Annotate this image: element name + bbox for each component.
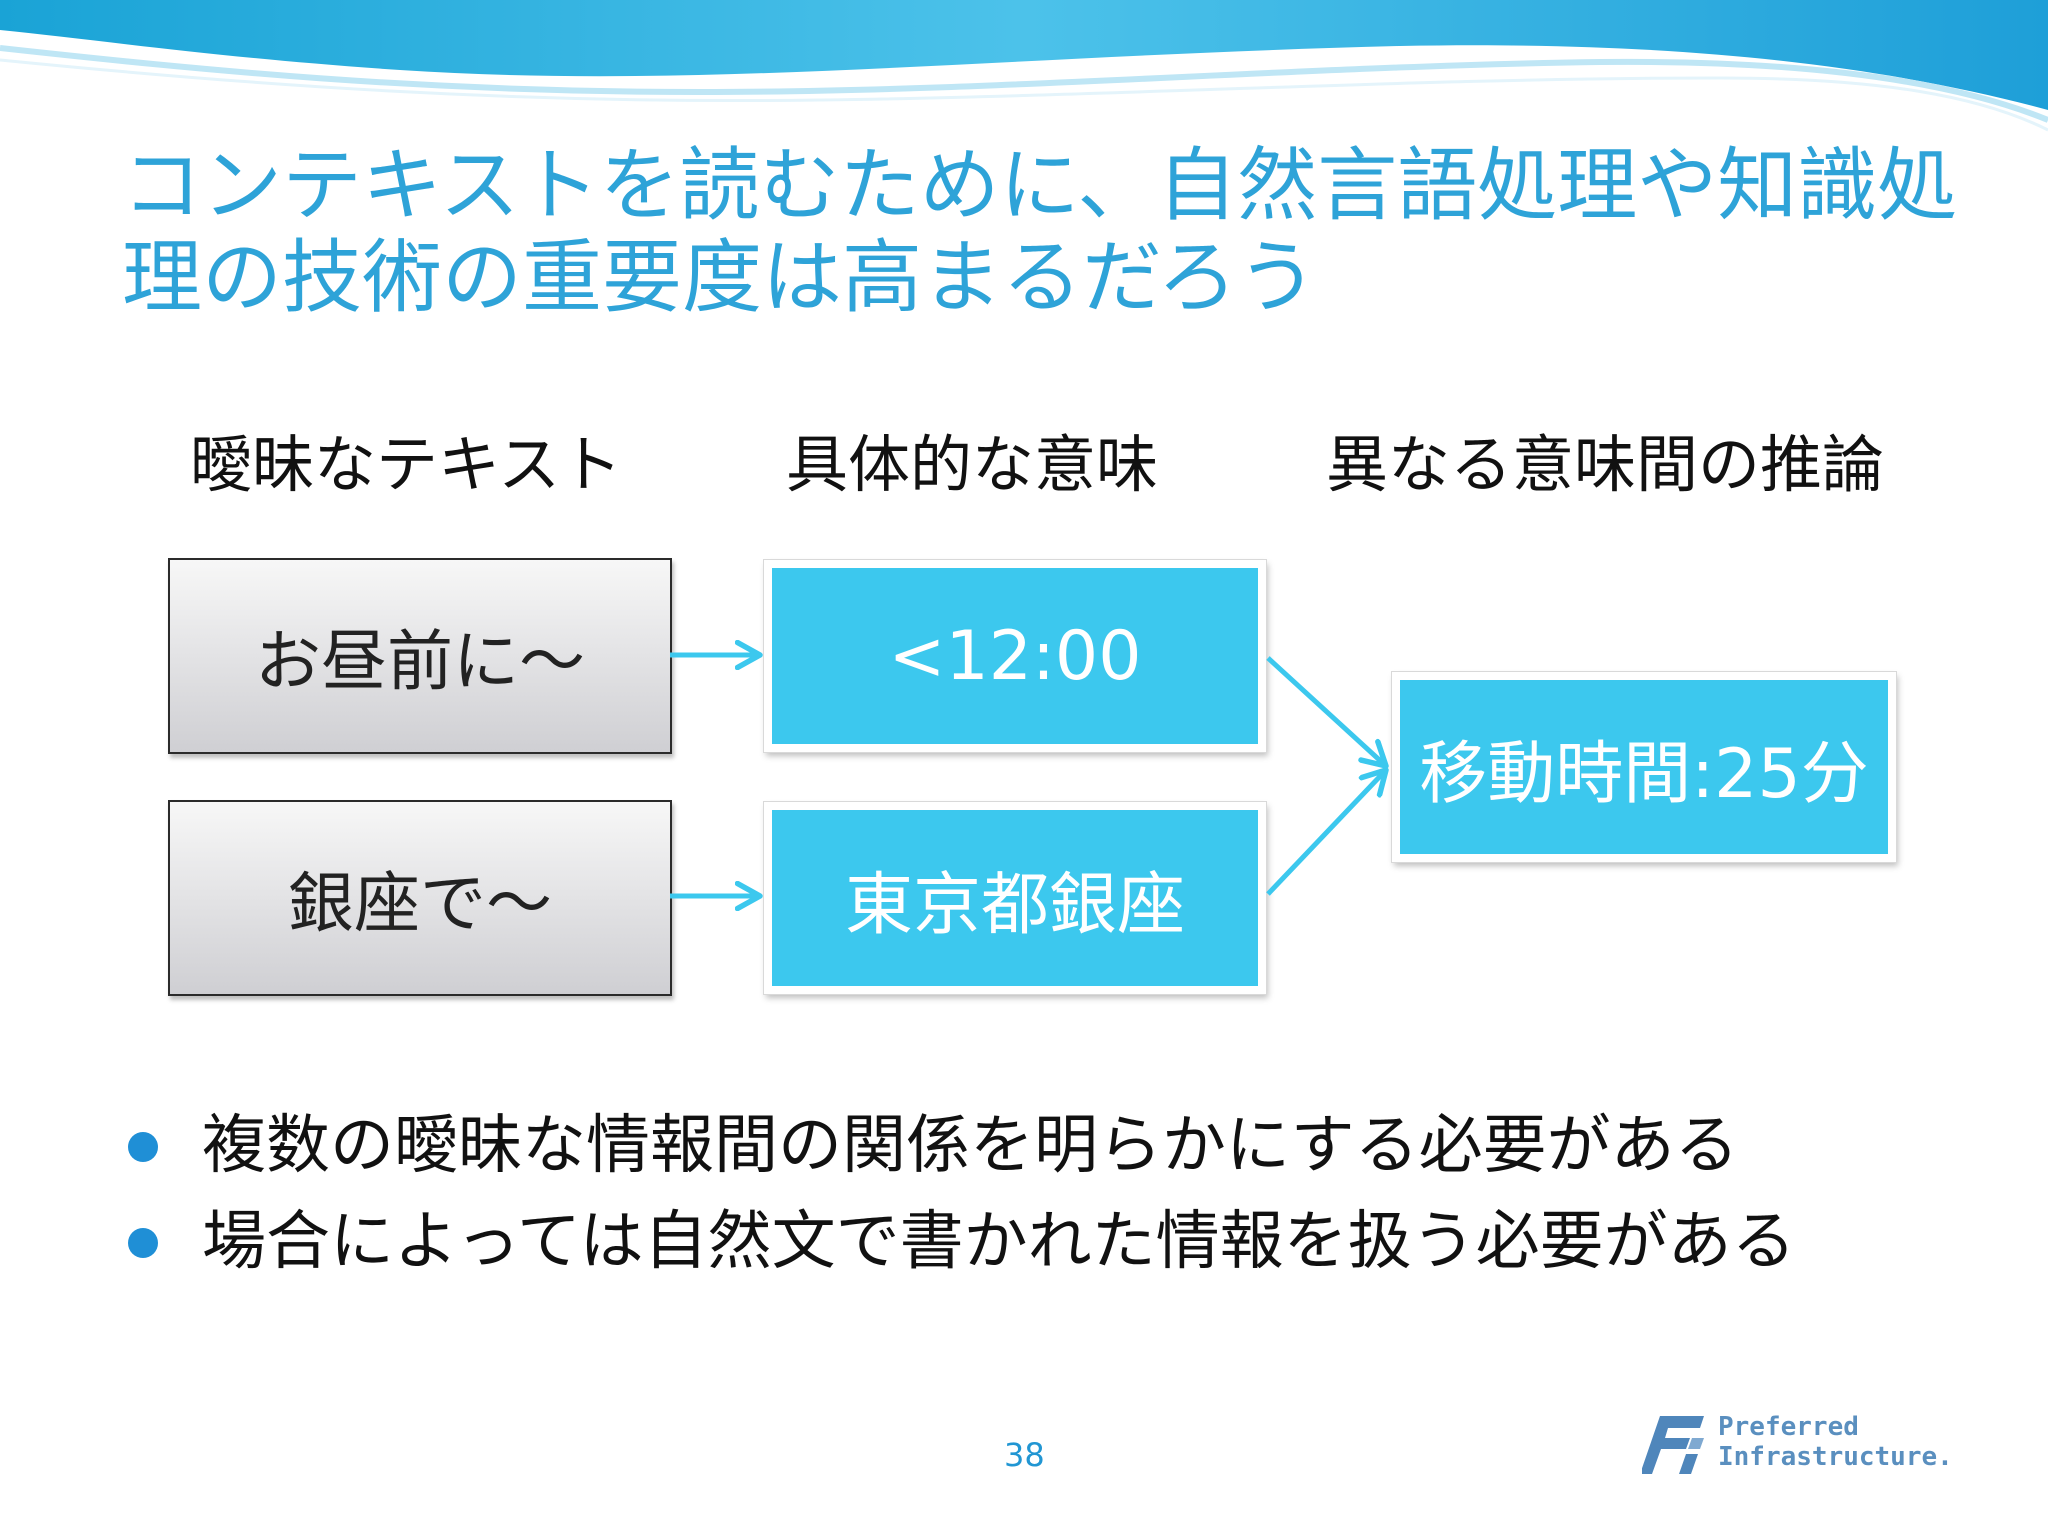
meaning-box-1: <12:00 (763, 559, 1267, 753)
bullet-dot-icon (128, 1228, 158, 1258)
column-header-meaning: 具体的な意味 (786, 428, 1159, 501)
meaning-box-2: 東京都銀座 (763, 801, 1267, 995)
logo-wordmark: Preferred Infrastructure. (1718, 1412, 1953, 1472)
arrow-meaning1-to-inference (1266, 656, 1386, 766)
column-header-ambiguous: 曖昧なテキスト (190, 428, 623, 501)
ambiguous-text-2: 銀座で〜 (288, 865, 552, 942)
bullet-list: 複数の曖昧な情報間の関係を明らかにする必要がある 場合によっては自然文で書かれた… (128, 1098, 2008, 1290)
arrow-meaning2-to-inference (1266, 770, 1386, 896)
header-wave (0, 0, 2048, 132)
bullet-item-1: 複数の曖昧な情報間の関係を明らかにする必要がある (128, 1098, 2008, 1194)
company-logo: Preferred Infrastructure. (1642, 1410, 1972, 1480)
inference-box: 移動時間:25分 (1391, 671, 1897, 863)
logo-line-2: Infrastructure. (1718, 1442, 1953, 1472)
bullet-text-2: 場合によっては自然文で書かれた情報を扱う必要がある (202, 1205, 1796, 1279)
column-header-inference: 異なる意味間の推論 (1326, 428, 1885, 501)
slide-title: コンテキストを読むために、自然言語処理や知識処 理の技術の重要度は高まるだろう (122, 139, 1958, 324)
logo-mark-icon (1642, 1416, 1704, 1474)
ambiguous-text-box-2: 銀座で〜 (168, 800, 672, 996)
meaning-text-1: <12:00 (888, 616, 1142, 696)
bullet-item-2: 場合によっては自然文で書かれた情報を扱う必要がある (128, 1194, 2008, 1290)
ambiguous-text-box-1: お昼前に〜 (168, 558, 672, 754)
ambiguous-text-1: お昼前に〜 (255, 623, 585, 700)
bullet-dot-icon (128, 1132, 158, 1162)
inference-text: 移動時間:25分 (1419, 734, 1869, 814)
title-line-2: 理の技術の重要度は高まるだろう (122, 231, 1318, 324)
logo-line-1: Preferred (1718, 1412, 1859, 1442)
bullet-text-1: 複数の曖昧な情報間の関係を明らかにする必要がある (202, 1109, 1739, 1183)
page-number: 38 (1004, 1436, 1045, 1474)
meaning-text-2: 東京都銀座 (844, 865, 1185, 945)
title-line-1: コンテキストを読むために、自然言語処理や知識処 (122, 139, 1958, 232)
